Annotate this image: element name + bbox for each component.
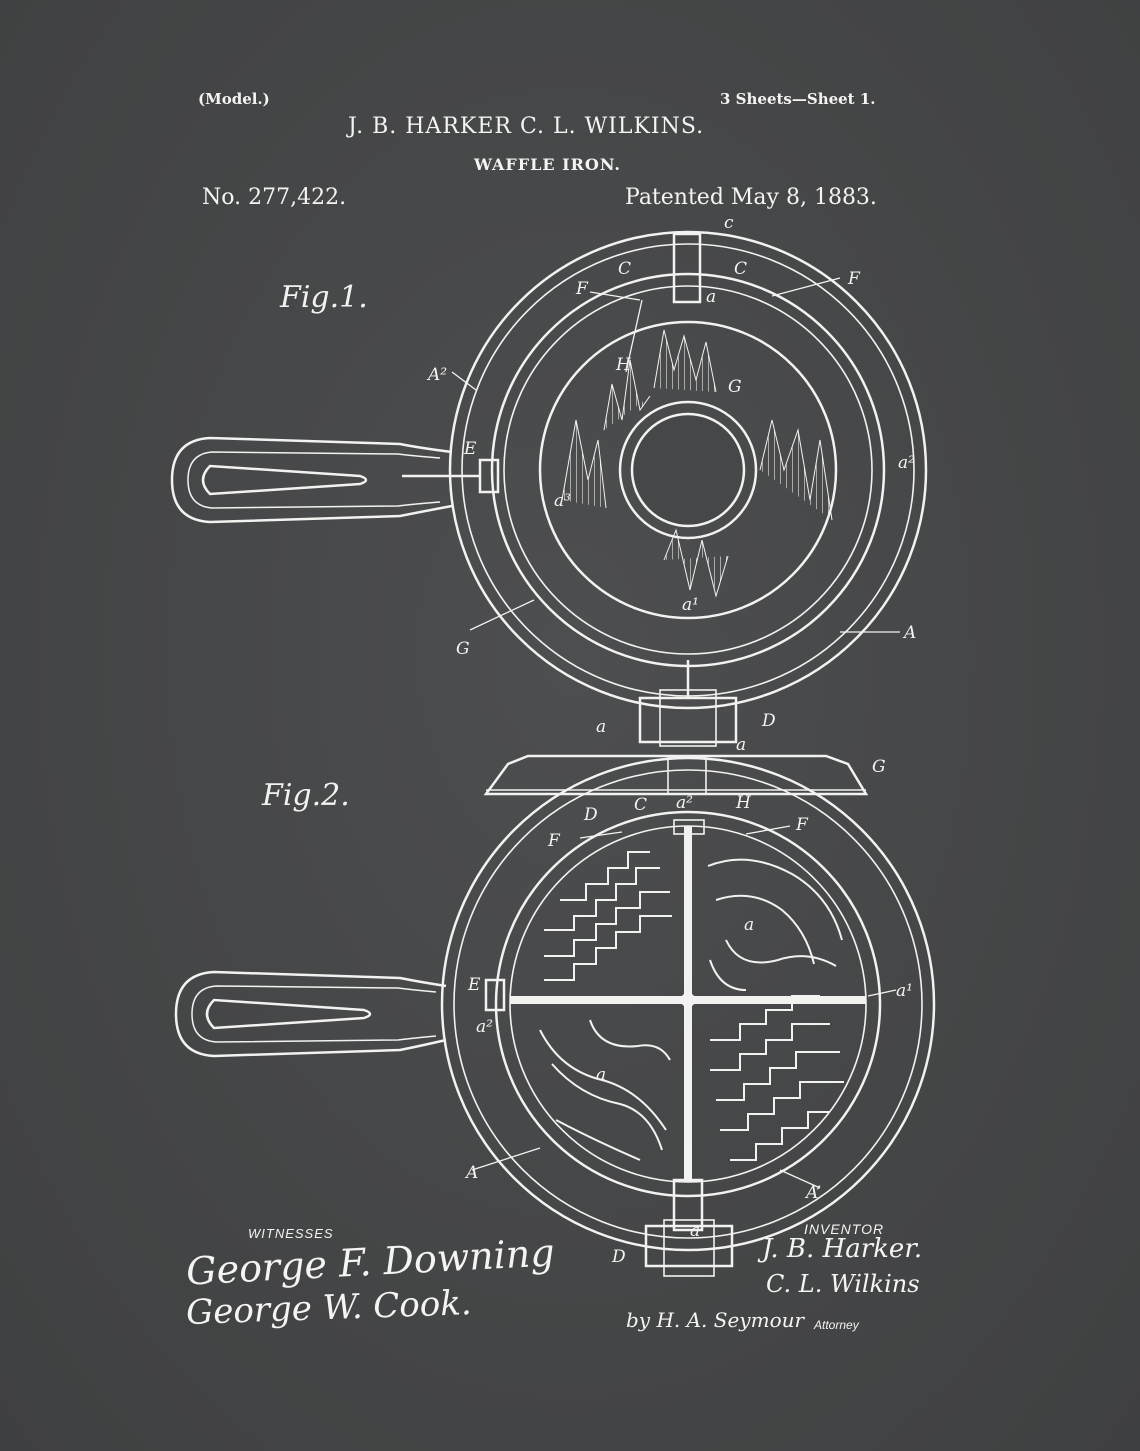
fig1-hinge: [402, 232, 738, 747]
figure-1-label: Fig.1.: [280, 280, 368, 315]
fig2-handle: [174, 970, 506, 1058]
inventor-signature-2: C. L. Wilkins: [766, 1270, 920, 1298]
attorney-label: Attorney: [814, 1318, 859, 1332]
label-a1-right2: a¹: [896, 981, 913, 1001]
label-a-top: a: [706, 287, 716, 307]
fig1-batter-pattern: [561, 329, 833, 598]
label-C-right: C: [734, 259, 747, 279]
sheet-count: 3 Sheets—Sheet 1.: [720, 90, 876, 108]
label-C-left: C: [618, 259, 631, 279]
patent-date: Patented May 8, 1883.: [625, 185, 877, 210]
fig1-handle: [170, 436, 453, 524]
label-a2-right: a²: [898, 453, 915, 473]
label-G-center: G: [728, 377, 742, 397]
attorney-signature: by H. A. Seymour: [626, 1308, 805, 1332]
fig2-leaders: [471, 825, 897, 1189]
label-D2: D: [583, 805, 598, 825]
label-A2-left: A²: [426, 365, 447, 385]
label-a1-bottom: a¹: [682, 595, 699, 615]
label-c-top: c: [724, 213, 734, 233]
label-F2-left: F: [547, 831, 561, 851]
figure-2-label: Fig.2.: [262, 778, 350, 813]
label-F-right: F: [847, 269, 861, 289]
label-F-left: F: [575, 279, 589, 299]
label-a-hinge: a: [596, 717, 606, 737]
fig2-hinge: [644, 819, 734, 1277]
label-G-bottom: G: [456, 639, 470, 659]
label-A-right: A: [902, 623, 916, 643]
label-a-below: a: [736, 735, 746, 755]
label-C2: C: [634, 795, 647, 815]
label-A-left2: A: [464, 1163, 478, 1183]
patent-number: No. 277,422.: [202, 185, 347, 210]
label-E-left: E: [463, 439, 477, 459]
label-H2: H: [735, 793, 752, 813]
label-a-quad-bl: a: [596, 1065, 606, 1085]
fig2-pan: [440, 756, 936, 1252]
label-a-quad-tr: a: [744, 915, 754, 935]
model-label: (Model.): [198, 90, 270, 108]
label-a2-left2: a²: [476, 1017, 493, 1037]
fig1-pan: [448, 230, 928, 710]
label-a2-fig2: a²: [676, 793, 693, 813]
fig2-waffle-grid: [539, 851, 844, 1161]
inventor-label: INVENTOR: [804, 1221, 885, 1237]
label-E2: E: [467, 975, 481, 995]
label-a3-center: a³: [554, 491, 571, 511]
label-H: H: [615, 355, 632, 375]
fig1-leaders: [451, 277, 900, 633]
inventor-signature-1: J. B. Harker.: [762, 1234, 923, 1264]
label-D-bottom2: D: [611, 1247, 626, 1267]
label-a-bottom2: a: [690, 1221, 700, 1241]
inventor-names: J. B. HARKER C. L. WILKINS.: [348, 114, 705, 139]
invention-title: WAFFLE IRON.: [474, 155, 621, 174]
label-A1-right2: A’: [804, 1183, 821, 1203]
label-G-lid: G: [872, 757, 886, 777]
fig2-lid: [483, 754, 869, 796]
label-D-hinge: D: [761, 711, 776, 731]
label-F2-right: F: [795, 815, 809, 835]
witnesses-label: WITNESSES: [248, 1226, 334, 1241]
